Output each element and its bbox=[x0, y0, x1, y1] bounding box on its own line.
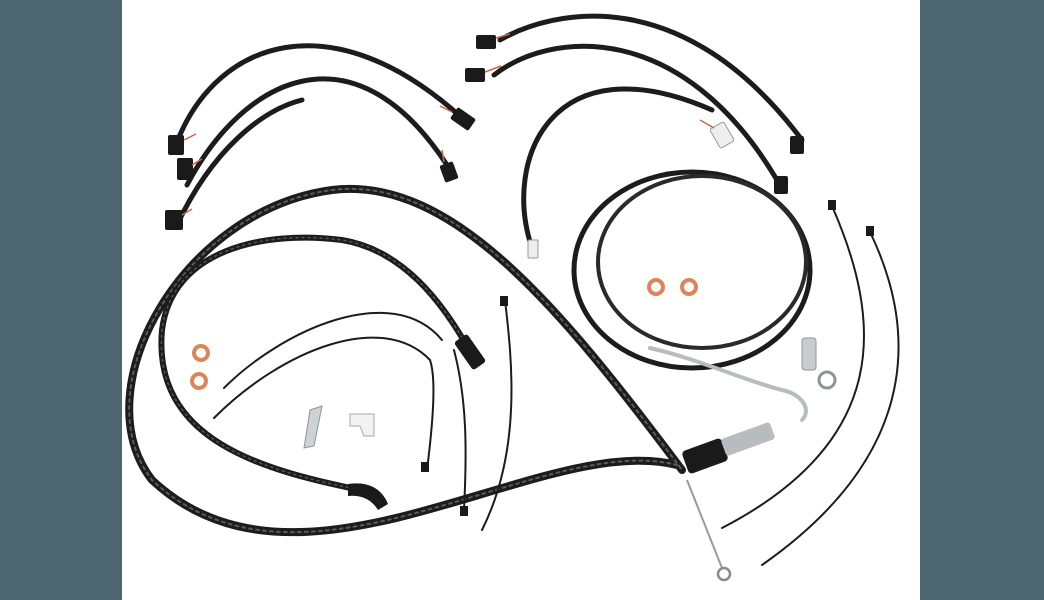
elbow-fitting bbox=[348, 483, 388, 510]
connector-plug bbox=[177, 158, 193, 180]
washer bbox=[680, 278, 698, 296]
zip-tie-head bbox=[421, 462, 429, 472]
banjo-fitting bbox=[454, 334, 486, 370]
connector-plug bbox=[476, 35, 496, 49]
banjo-eye bbox=[817, 370, 837, 390]
clutch-cable-end-fitting bbox=[682, 422, 775, 582]
washer bbox=[192, 344, 210, 362]
chrome-fitting bbox=[801, 337, 817, 371]
brake-line-left-fittings bbox=[348, 334, 486, 510]
connector-plug bbox=[168, 135, 184, 155]
harness-wires-left bbox=[181, 105, 453, 216]
zip-tie-head bbox=[460, 506, 468, 516]
copper-crush-washers bbox=[190, 278, 698, 390]
white-clip bbox=[349, 413, 375, 437]
zip-tie-head bbox=[828, 200, 836, 210]
wiring-harness-upper-right bbox=[491, 13, 805, 251]
inner-wire bbox=[686, 479, 723, 569]
white-plug bbox=[527, 239, 539, 259]
chrome-barrel bbox=[721, 422, 775, 456]
braided-clutch-cable bbox=[125, 184, 686, 537]
zip-tie-head bbox=[866, 226, 874, 236]
coiled-brake-line-right bbox=[571, 169, 813, 422]
coiled-brake-line-fittings bbox=[801, 337, 837, 390]
harness-connectors-right bbox=[465, 35, 804, 194]
white-plug bbox=[709, 121, 735, 149]
connector-plug bbox=[450, 107, 476, 131]
washer bbox=[647, 278, 665, 296]
connector-plug bbox=[439, 161, 459, 183]
braided-brake-line-left bbox=[158, 234, 475, 493]
chrome-hardline bbox=[648, 346, 808, 422]
washer bbox=[190, 372, 208, 390]
cable-zip-ties bbox=[213, 205, 900, 566]
zip-tie-heads bbox=[421, 200, 874, 516]
connector-plug bbox=[465, 68, 485, 82]
harness-wires-right bbox=[484, 33, 715, 129]
harness-connectors-left bbox=[165, 107, 476, 230]
connector-plug bbox=[774, 176, 788, 194]
small-metal-bracket bbox=[303, 405, 323, 449]
cable-adjuster bbox=[682, 438, 728, 474]
wiring-harness-upper-left bbox=[174, 43, 465, 228]
harness-white-plugs bbox=[527, 121, 735, 259]
cable-eyelet bbox=[716, 566, 732, 582]
connector-plug bbox=[165, 210, 183, 230]
zip-tie-head bbox=[500, 296, 508, 306]
cable-kit-illustration bbox=[125, 13, 900, 582]
connector-plug bbox=[790, 136, 804, 154]
product-photo bbox=[122, 0, 920, 600]
